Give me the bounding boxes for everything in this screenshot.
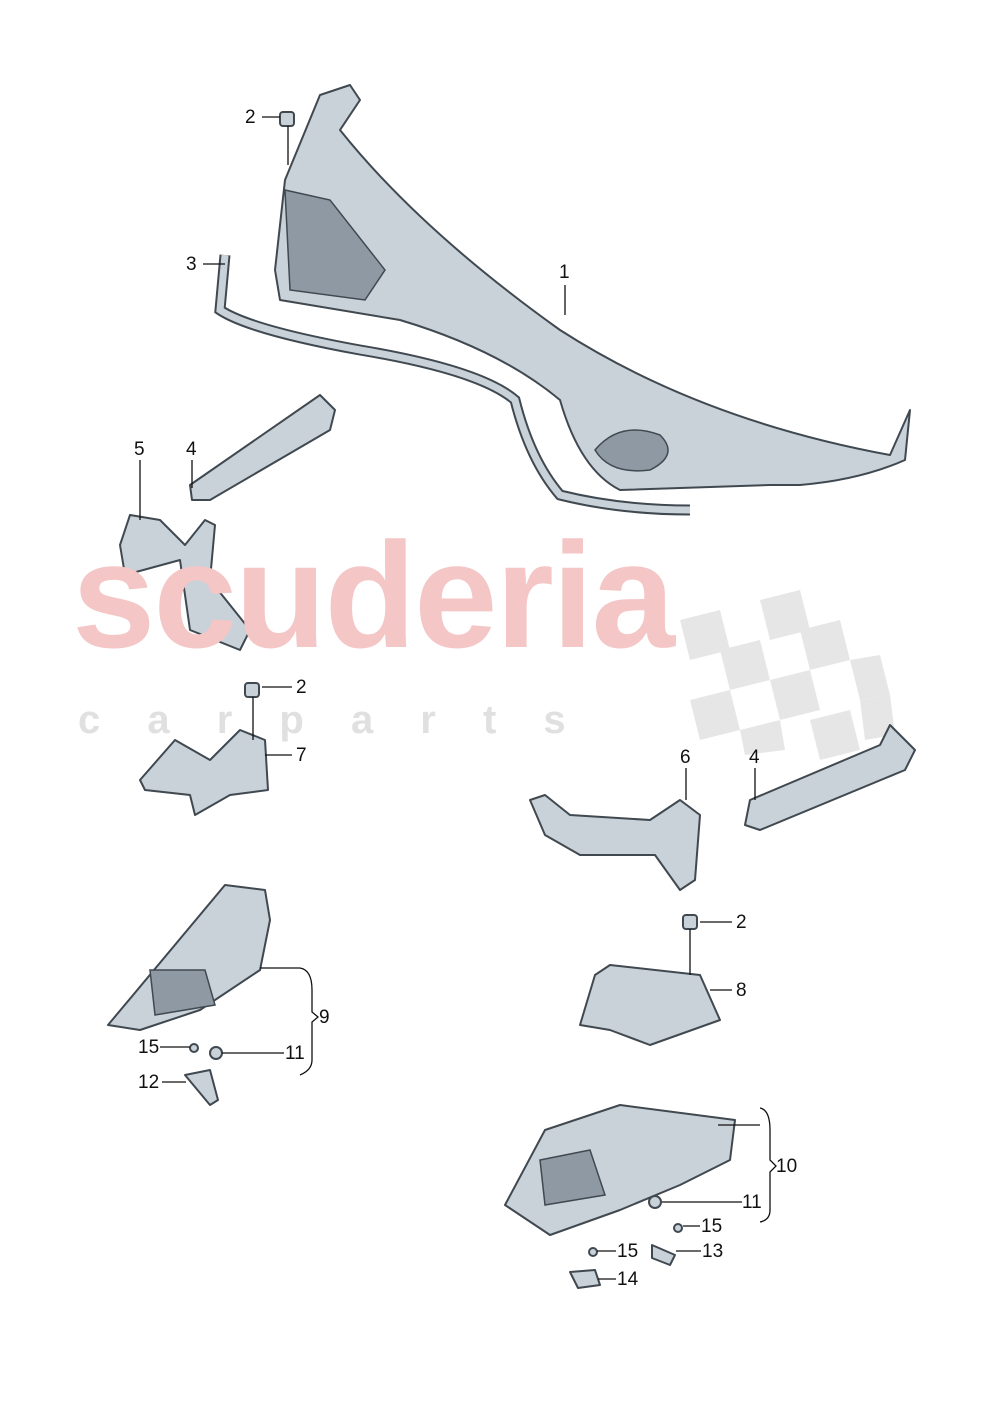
- callout-4: 4: [186, 439, 197, 460]
- part-5-bracket: [119, 514, 251, 651]
- part-15-screw: [673, 1223, 683, 1233]
- callout-7: 7: [296, 745, 307, 766]
- part-1-grille: [284, 189, 386, 301]
- callout-1: 1: [559, 262, 570, 283]
- callout-9: 9: [319, 1007, 330, 1028]
- part-12-hinge: [184, 1069, 219, 1106]
- callout-2: 2: [245, 107, 256, 128]
- part-13-hinge: [651, 1244, 676, 1266]
- callout-4: 4: [749, 747, 760, 768]
- callout-2: 2: [736, 912, 747, 933]
- part-15-screw: [189, 1043, 199, 1053]
- callout-15: 15: [701, 1216, 723, 1237]
- callout-15: 15: [138, 1037, 160, 1058]
- part-7-bracket: [139, 729, 269, 816]
- part-4-bracket: [189, 394, 336, 501]
- part-2-clip: [244, 682, 260, 698]
- part-14-hinge: [569, 1269, 601, 1289]
- watermark-brand: scuderia: [72, 511, 675, 679]
- callout-2: 2: [296, 677, 307, 698]
- part-2-clip: [682, 914, 698, 930]
- part-6-bracket: [529, 794, 701, 891]
- callout-6: 6: [680, 747, 691, 768]
- callout-14: 14: [617, 1269, 639, 1290]
- part-9-cover: [107, 884, 271, 1031]
- callout-10: 10: [776, 1156, 798, 1177]
- part-11-nut: [209, 1046, 223, 1060]
- callout-11: 11: [742, 1192, 762, 1213]
- callout-5: 5: [134, 439, 145, 460]
- part-4-bracket-right: [744, 724, 916, 831]
- callout-11: 11: [285, 1043, 305, 1064]
- part-1-cowl-panel: [274, 84, 911, 491]
- callout-15: 15: [617, 1241, 639, 1262]
- callout-13: 13: [702, 1241, 724, 1262]
- part-15-screw: [588, 1247, 598, 1257]
- part-2-clip: [279, 111, 295, 127]
- part-8-bracket: [579, 964, 721, 1046]
- callout-8: 8: [736, 980, 747, 1001]
- leader-lines: [139, 116, 777, 1280]
- callout-12: 12: [138, 1072, 160, 1093]
- callout-3: 3: [186, 254, 197, 275]
- watermark-sub: c a r p a r t s: [78, 698, 584, 742]
- part-11-nut: [648, 1195, 662, 1209]
- checkered-flag-watermark: [680, 590, 895, 760]
